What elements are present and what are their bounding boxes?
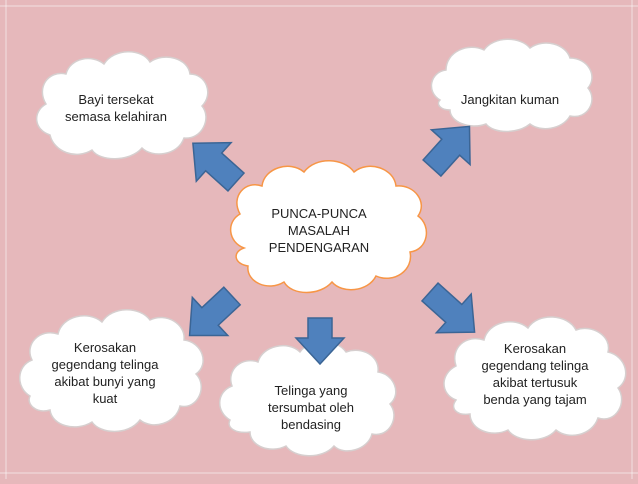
- node-bottom-center-line-2: tersumbat oleh: [268, 400, 354, 415]
- node-bottom-left-line-2: gegendang telinga: [51, 357, 159, 372]
- center-line-3: PENDENGARAN: [268, 240, 370, 255]
- cloud-top-right: [430, 38, 593, 133]
- node-top-right-line-1: Jangkitan kuman: [460, 92, 560, 107]
- center-line-2: MASALAH: [287, 223, 351, 238]
- node-bottom-left-line-4: kuat: [92, 391, 118, 406]
- node-top-left-line-1: Bayi tersekat: [78, 92, 154, 107]
- arrow-to-bottom-center: [294, 317, 346, 366]
- node-bottom-right-line-1: Kerosakan: [503, 341, 567, 356]
- node-top-left-label: Bayi tersekat semasa kelahiran: [46, 91, 186, 125]
- center-label: PUNCA-PUNCA MASALAH PENDENGARAN: [254, 205, 384, 256]
- node-bottom-right-line-3: akibat tertusuk: [492, 375, 578, 390]
- cloud-bottom-left: [19, 309, 204, 433]
- node-bottom-left-label: Kerosakan gegendang telinga akibat bunyi…: [30, 339, 180, 407]
- center-line-1: PUNCA-PUNCA: [271, 206, 367, 221]
- cloud-bottom-center: [219, 340, 397, 457]
- node-top-left-line-2: semasa kelahiran: [65, 109, 167, 124]
- cloud-bottom-right: [443, 316, 627, 441]
- node-top-right-label: Jangkitan kuman: [440, 91, 580, 108]
- node-bottom-center-line-3: bendasing: [281, 417, 341, 432]
- node-bottom-center-line-1: Telinga yang: [274, 383, 348, 398]
- node-bottom-left-line-1: Kerosakan: [73, 340, 137, 355]
- node-bottom-center-label: Telinga yang tersumbat oleh bendasing: [244, 382, 378, 433]
- arrow-to-top-left: [192, 141, 246, 192]
- node-bottom-right-label: Kerosakan gegendang telinga akibat tertu…: [460, 340, 610, 408]
- node-bottom-right-line-4: benda yang tajam: [483, 392, 587, 407]
- arrow-to-top-right: [422, 125, 471, 178]
- arrow-to-bottom-left: [188, 286, 242, 337]
- arrow-to-bottom-right: [420, 282, 476, 334]
- node-bottom-left-line-3: akibat bunyi yang: [54, 374, 156, 389]
- cloud-top-left: [36, 51, 209, 160]
- cloud-center: [230, 160, 428, 294]
- node-bottom-right-line-2: gegendang telinga: [481, 358, 589, 373]
